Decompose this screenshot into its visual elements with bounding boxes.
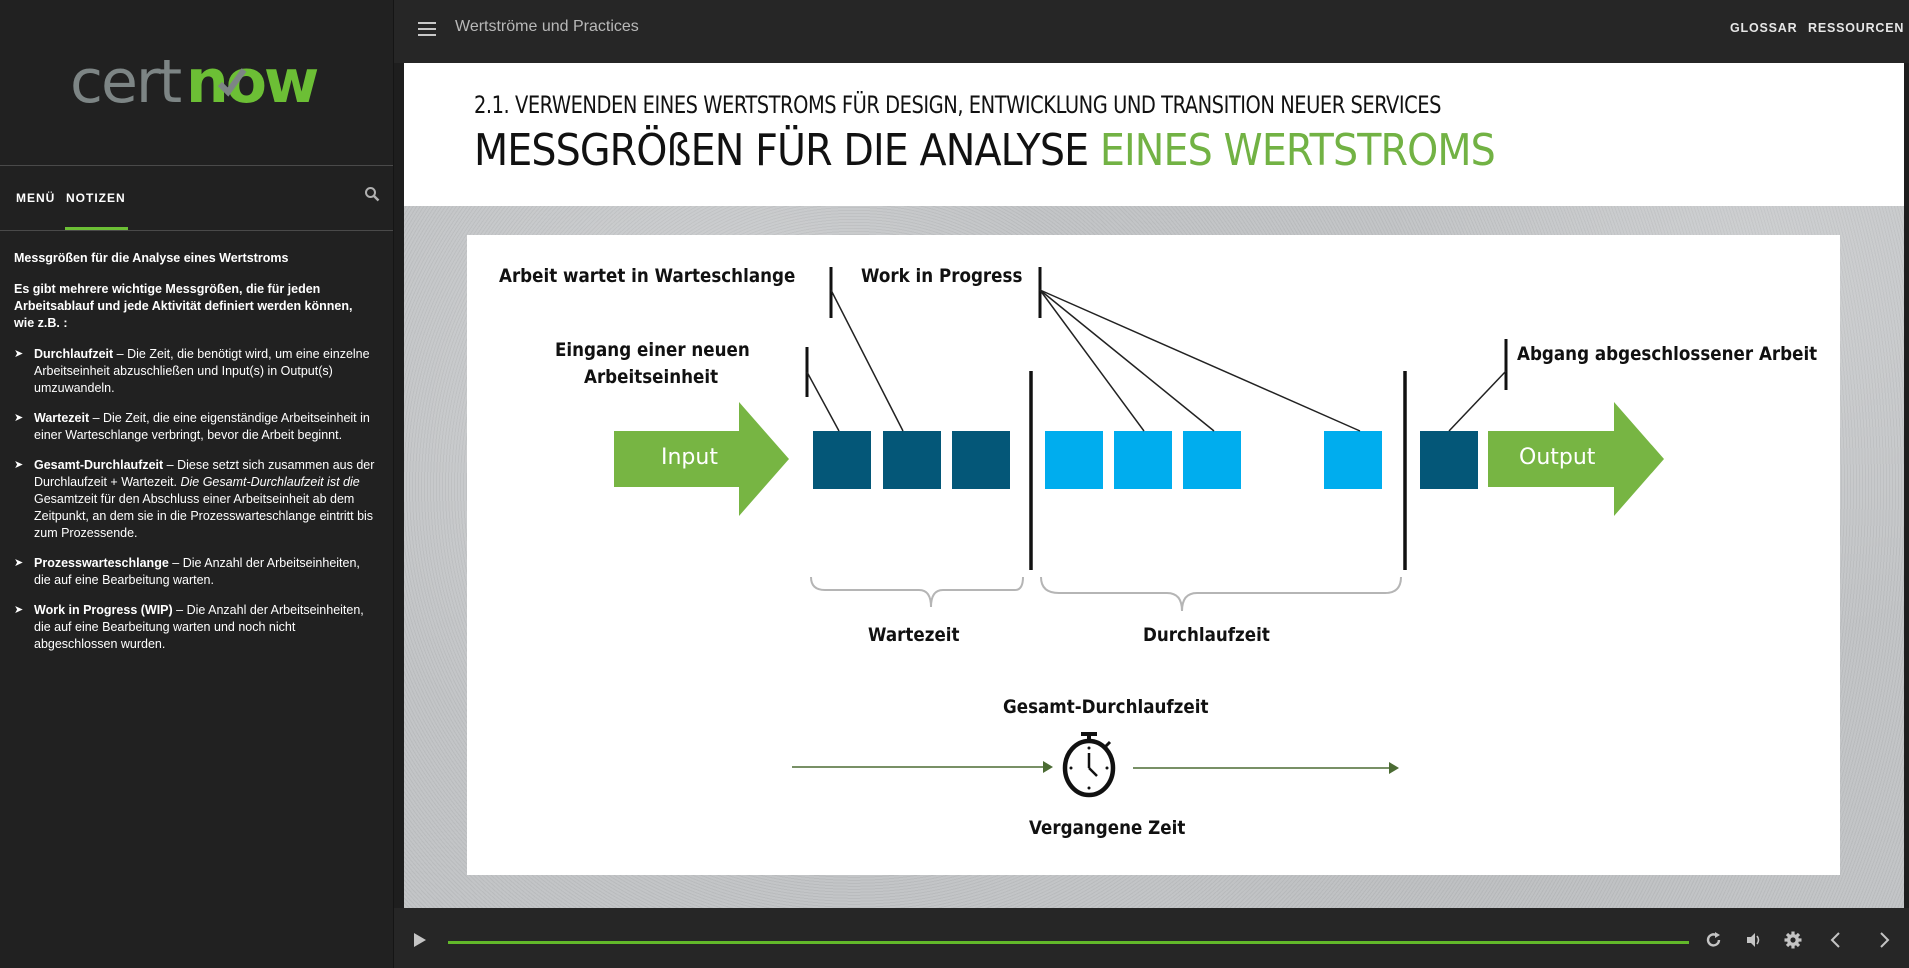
timeline-arrowhead (1389, 762, 1399, 774)
definition: – Die Anzahl der Arbeitseinheiten, die a… (34, 603, 364, 651)
term: Wartezeit (34, 411, 90, 425)
term: Work in Progress (WIP) (34, 603, 173, 617)
label-wait-time: Wartezeit (868, 624, 960, 646)
definition-italic: Die Gesamt-Durchlaufzeit ist die (180, 475, 360, 489)
glossary-link[interactable]: GLOSSAR (1730, 21, 1798, 35)
divider (0, 230, 393, 231)
tab-notes[interactable]: NOTIZEN (66, 191, 126, 205)
list-item: ➤ Wartezeit – Die Zeit, die eine eigenstä… (14, 410, 376, 444)
hamburger-icon[interactable] (418, 22, 436, 36)
bullet-arrow-icon: ➤ (14, 412, 24, 424)
label-completed: Abgang abgeschlossener Arbeit (1517, 343, 1818, 365)
prev-icon[interactable] (1826, 930, 1846, 950)
lead-time-brace (1040, 576, 1402, 612)
completed-unit (1420, 431, 1478, 489)
certnow-logo: cert now (70, 50, 320, 114)
bullet-arrow-icon: ➤ (14, 557, 24, 569)
sidebar: cert now MENÜ NOTIZEN Messgrößen für die… (0, 0, 394, 968)
callout-line (1039, 289, 1361, 432)
label-wip: Work in Progress (861, 265, 1023, 287)
sidebar-tabs: MENÜ NOTIZEN (0, 166, 393, 230)
term: Durchlaufzeit (34, 347, 114, 361)
notes-title: Messgrößen für die Analyse eines Wertstr… (14, 251, 289, 265)
progress-bar[interactable] (448, 941, 1689, 944)
queued-unit (813, 431, 871, 489)
search-icon[interactable] (364, 186, 380, 202)
callout-line (1039, 289, 1215, 432)
label-new-unit-line1: Eingang einer neuen (555, 339, 750, 361)
list-item: ➤ Gesamt-Durchlaufzeit – Diese setzt sich… (14, 457, 376, 542)
stopwatch-icon (1062, 732, 1116, 798)
slide-subtitle: 2.1. VERWENDEN EINES WERTSTROMS FÜR DESI… (474, 91, 1442, 119)
label-queue-waiting: Arbeit wartet in Warteschlange (499, 265, 796, 287)
list-item: ➤ Prozesswarteschlange – Die Anzahl der A… (14, 555, 376, 589)
bullet-arrow-icon: ➤ (14, 604, 24, 616)
player-controls (394, 908, 1909, 968)
slide-title-accent: EINES WERTSTROMS (1099, 125, 1496, 176)
active-tab-indicator (65, 227, 128, 230)
logo-check-icon (217, 68, 247, 97)
notes-list: ➤ Durchlaufzeit – Die Zeit, die benötigt … (14, 346, 376, 653)
wip-unit (1045, 431, 1103, 489)
label-input: Input (661, 445, 718, 470)
callout-line (1448, 370, 1507, 432)
timeline-arrowhead (1043, 761, 1053, 773)
settings-icon[interactable] (1783, 930, 1803, 950)
logo-text-cert: cert (70, 50, 182, 114)
play-icon[interactable] (413, 932, 427, 948)
value-stream-diagram: Arbeit wartet in Warteschlange Work in P… (467, 235, 1840, 875)
notes-intro: Es gibt mehrere wichtige Messgrößen, die… (14, 282, 353, 330)
callout-line (806, 371, 840, 432)
label-new-unit-line2: Arbeitseinheit (584, 366, 719, 388)
wip-unit (1114, 431, 1172, 489)
label-lead-time: Durchlaufzeit (1143, 624, 1270, 646)
callout-line (830, 289, 904, 432)
term: Gesamt-Durchlaufzeit (34, 458, 164, 472)
volume-icon[interactable] (1744, 930, 1764, 950)
queued-unit (952, 431, 1010, 489)
slide-title: MESSGRÖßEN FÜR DIE ANALYSE EINES WERTSTR… (474, 125, 1496, 176)
wip-unit (1324, 431, 1382, 489)
divider (0, 165, 393, 166)
resources-link[interactable]: RESSOURCEN (1808, 21, 1905, 35)
bullet-arrow-icon: ➤ (14, 459, 24, 471)
list-item: ➤ Work in Progress (WIP) – Die Anzahl der… (14, 602, 376, 653)
tab-menu[interactable]: MENÜ (16, 191, 56, 205)
definition-cont: Gesamtzeit für den Abschluss einer Arbei… (34, 492, 374, 540)
definition: – Diese setzt sich zusammen aus der Durc… (34, 458, 375, 489)
definition: – Die Zeit, die benötigt wird, um eine e… (34, 347, 370, 395)
course-title: Wertströme und Practices (455, 18, 639, 35)
next-icon[interactable] (1874, 930, 1894, 950)
label-output: Output (1519, 445, 1596, 470)
slide-title-main: MESSGRÖßEN FÜR DIE ANALYSE (474, 125, 1100, 176)
slide: 2.1. VERWENDEN EINES WERTSTROMS FÜR DESI… (404, 63, 1904, 908)
output-arrow (1488, 402, 1664, 516)
label-total-time: Gesamt-Durchlaufzeit (1003, 696, 1209, 718)
progress-fill (448, 941, 1689, 944)
definition: – Die Anzahl der Arbeitseinheiten, die a… (34, 556, 360, 587)
queued-unit (883, 431, 941, 489)
label-elapsed: Vergangene Zeit (1029, 817, 1186, 839)
wait-time-brace (810, 576, 1024, 608)
callout-line (1039, 289, 1145, 432)
top-bar: Wertströme und Practices GLOSSAR RESSOUR… (394, 0, 1909, 63)
logo-text-now: now (186, 50, 318, 114)
wip-unit (1183, 431, 1241, 489)
input-arrow (614, 402, 789, 516)
diagram-graphics (614, 267, 1664, 798)
list-item: ➤ Durchlaufzeit – Die Zeit, die benötigt … (14, 346, 376, 397)
definition: – Die Zeit, die eine eigenständige Arbei… (34, 411, 370, 442)
replay-icon[interactable] (1704, 930, 1724, 950)
notes-panel: Messgrößen für die Analyse eines Wertstr… (14, 250, 376, 666)
bullet-arrow-icon: ➤ (14, 348, 24, 360)
term: Prozesswarteschlange (34, 556, 169, 570)
